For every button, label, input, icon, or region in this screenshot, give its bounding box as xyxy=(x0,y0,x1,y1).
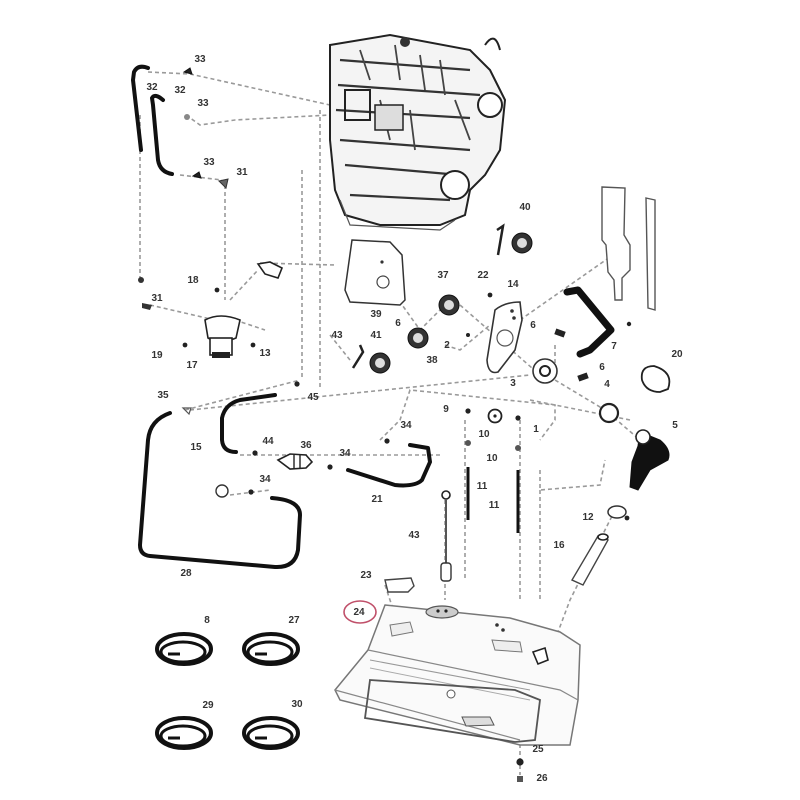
tank-mount-hardware[interactable] xyxy=(516,758,524,782)
callout-7: 7 xyxy=(611,341,617,352)
callout-33: 33 xyxy=(203,157,215,168)
callout-34: 34 xyxy=(259,474,271,485)
hose-coil-29[interactable] xyxy=(155,716,213,750)
cap-20[interactable] xyxy=(640,365,671,393)
pickup-tubes[interactable] xyxy=(465,408,521,533)
callout-34: 34 xyxy=(339,448,351,459)
callout-3: 3 xyxy=(510,378,516,389)
callout-26: 26 xyxy=(536,773,548,784)
callout-23: 23 xyxy=(360,570,372,581)
callout-31: 31 xyxy=(151,293,163,304)
fuel-tank[interactable] xyxy=(334,604,581,746)
callout-44: 44 xyxy=(262,436,274,447)
callout-8: 8 xyxy=(204,615,210,626)
callout-45: 45 xyxy=(307,392,319,403)
callout-38: 38 xyxy=(426,355,438,366)
callout-37: 37 xyxy=(437,270,449,281)
callout-30: 30 xyxy=(291,699,303,710)
pump-components[interactable] xyxy=(351,223,533,374)
callout-2: 2 xyxy=(444,340,450,351)
callout-18: 18 xyxy=(187,275,199,286)
fuel-filter-17[interactable] xyxy=(204,315,241,358)
filler-neck-16[interactable] xyxy=(571,533,609,586)
fitting-31-bottom[interactable] xyxy=(138,277,152,310)
callout-25: 25 xyxy=(532,744,544,755)
callout-1: 1 xyxy=(533,424,539,435)
gasket-23[interactable] xyxy=(384,577,415,593)
callout-11: 11 xyxy=(489,500,500,511)
callout-22: 22 xyxy=(477,270,489,281)
callout-34: 34 xyxy=(400,420,412,431)
callout-11: 11 xyxy=(477,481,488,492)
clamp-12[interactable] xyxy=(607,505,630,521)
callout-16: 16 xyxy=(553,540,565,551)
callout-35: 35 xyxy=(157,390,169,401)
callout-6: 6 xyxy=(395,318,401,329)
callout-15: 15 xyxy=(190,442,202,453)
bracket-right[interactable] xyxy=(601,186,656,327)
fitting-31-top[interactable] xyxy=(218,178,229,189)
callout-10: 10 xyxy=(486,453,498,464)
callout-43: 43 xyxy=(331,330,343,341)
callout-40: 40 xyxy=(519,202,531,213)
callout-43: 43 xyxy=(408,530,420,541)
hose-coil-27[interactable] xyxy=(242,632,300,666)
callout-27: 27 xyxy=(288,615,300,626)
callout-9: 9 xyxy=(443,404,449,415)
callout-6: 6 xyxy=(530,320,536,331)
hose-32[interactable] xyxy=(131,64,174,176)
hose-coil-8[interactable] xyxy=(155,632,213,666)
small-fittings[interactable] xyxy=(181,381,390,498)
hose-15[interactable] xyxy=(220,393,277,454)
callout-32: 32 xyxy=(174,85,186,96)
inline-filter-36[interactable] xyxy=(276,453,314,470)
callout-4: 4 xyxy=(604,379,610,390)
callout-5: 5 xyxy=(672,420,678,431)
callout-20: 20 xyxy=(671,349,683,360)
hose-7[interactable] xyxy=(554,286,615,382)
hose-coil-30[interactable] xyxy=(242,716,300,750)
hose-28[interactable] xyxy=(138,411,302,570)
callout-41: 41 xyxy=(370,330,382,341)
callout-28: 28 xyxy=(180,568,192,579)
callout-31: 31 xyxy=(236,167,248,178)
callout-19: 19 xyxy=(151,350,163,361)
callout-32: 32 xyxy=(146,82,158,93)
callout-10: 10 xyxy=(478,429,490,440)
mounting-plate[interactable] xyxy=(344,239,406,306)
callout-13: 13 xyxy=(259,348,271,359)
callout-21: 21 xyxy=(371,494,383,505)
callout-33: 33 xyxy=(197,98,209,109)
callout-14: 14 xyxy=(507,279,519,290)
callout-29: 29 xyxy=(202,700,214,711)
engine-assembly[interactable] xyxy=(329,33,507,231)
hose-21[interactable] xyxy=(346,443,432,488)
callout-12: 12 xyxy=(582,512,594,523)
fuel-sender-43[interactable] xyxy=(440,490,452,582)
callout-39: 39 xyxy=(370,309,382,320)
clamps-33[interactable] xyxy=(182,67,202,179)
fitting-3[interactable] xyxy=(532,358,558,384)
pump-plate-14[interactable] xyxy=(486,301,523,374)
callout-36: 36 xyxy=(300,440,312,451)
callout-6: 6 xyxy=(599,362,605,373)
highlight-circle-24 xyxy=(343,600,377,624)
filler-hose-5[interactable] xyxy=(629,429,670,491)
callout-17: 17 xyxy=(186,360,198,371)
filter-bracket[interactable] xyxy=(182,261,284,348)
callout-33: 33 xyxy=(194,54,206,65)
clamp-4[interactable] xyxy=(598,402,620,424)
callout-24: 24 xyxy=(353,607,365,618)
